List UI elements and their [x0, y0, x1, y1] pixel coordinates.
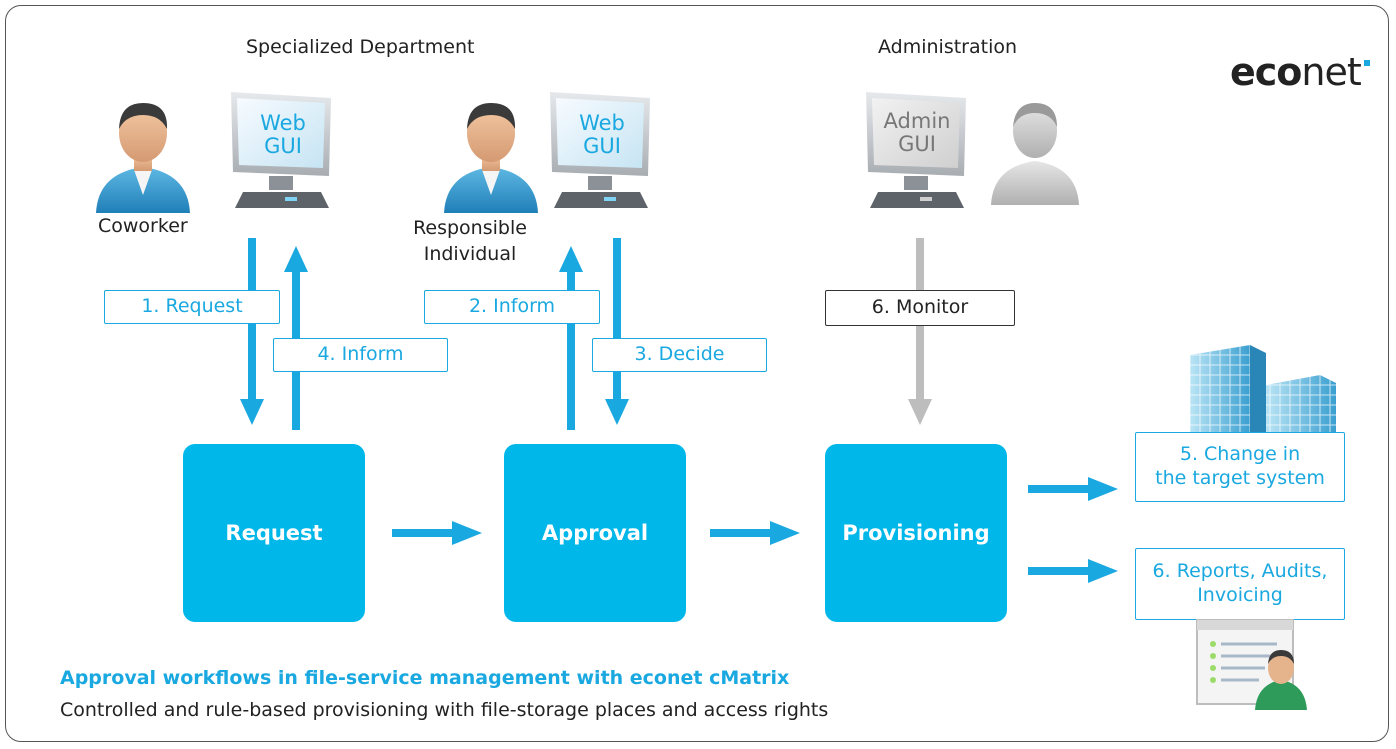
- step-2-inform-label: 2. Inform: [424, 290, 600, 324]
- process-approval-box: Approval: [504, 444, 686, 622]
- coworker-label: Coworker: [98, 215, 188, 237]
- step-3-decide-label: 3. Decide: [592, 338, 767, 372]
- caption-subtitle: Controlled and rule-based provisioning w…: [60, 699, 829, 721]
- process-request-box: Request: [183, 444, 365, 622]
- step-4-inform-label: 4. Inform: [273, 338, 448, 372]
- header-specialized-department: Specialized Department: [246, 36, 475, 58]
- coworker-person-icon: [96, 103, 190, 213]
- administrator-person-icon: [991, 103, 1079, 205]
- econet-logo: econet: [1230, 50, 1370, 94]
- report-document-icon: [1196, 619, 1307, 710]
- admin-gui-monitor-icon: [866, 92, 966, 208]
- step-6-monitor-label: 6. Monitor: [825, 290, 1015, 326]
- web-gui-monitor-icon-1: [231, 92, 331, 208]
- header-administration: Administration: [878, 36, 1018, 58]
- diagram-frame: [5, 5, 1389, 742]
- step-6-reports-label: 6. Reports, Audits,Invoicing: [1135, 548, 1345, 620]
- target-system-building-icon: [1190, 345, 1336, 435]
- responsible-person-icon: [444, 103, 538, 213]
- step-1-request-label: 1. Request: [104, 290, 280, 324]
- process-provisioning-box: Provisioning: [825, 444, 1007, 622]
- web-gui-monitor-icon-2: [550, 92, 650, 208]
- caption-title: Approval workflows in file-service manag…: [60, 667, 790, 689]
